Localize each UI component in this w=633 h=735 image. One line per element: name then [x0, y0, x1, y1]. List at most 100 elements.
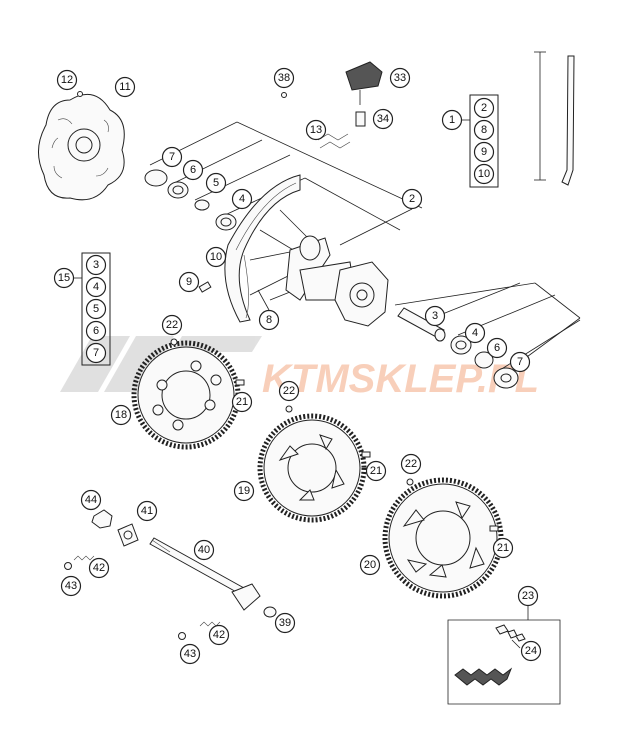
svg-text:18: 18 [115, 409, 127, 421]
group-15-item: 3 [85, 254, 107, 276]
callout-33: 33 [389, 67, 411, 89]
axle-spacer-39 [263, 606, 277, 618]
svg-text:11: 11 [119, 81, 130, 93]
svg-text:4: 4 [239, 193, 245, 205]
callout-41: 41 [136, 500, 158, 522]
callout-21-a: 21 [231, 391, 253, 413]
svg-text:6: 6 [190, 164, 196, 176]
svg-text:22: 22 [283, 385, 295, 397]
leader-lines [149, 121, 581, 371]
callout-21-b: 21 [365, 460, 387, 482]
svg-text:43: 43 [65, 580, 77, 592]
svg-text:7: 7 [93, 347, 99, 359]
svg-text:1: 1 [449, 114, 455, 126]
svg-text:10: 10 [210, 251, 222, 263]
svg-text:22: 22 [166, 319, 178, 331]
svg-text:42: 42 [93, 562, 105, 574]
callout-42-a: 42 [88, 557, 110, 579]
svg-text:22: 22 [405, 458, 417, 470]
svg-text:13: 13 [310, 124, 322, 136]
svg-text:38: 38 [278, 72, 290, 84]
svg-text:3: 3 [432, 310, 438, 322]
watermark-text: KTMSKLEP.PL [262, 357, 539, 401]
callout-7-left: 7 [161, 146, 183, 168]
sprocket-19 [257, 413, 367, 523]
group-15-item: 6 [85, 320, 107, 342]
svg-text:23: 23 [522, 590, 534, 602]
svg-text:21: 21 [497, 542, 509, 554]
sprocket-bolts [170, 338, 499, 532]
wheel-rim [224, 174, 301, 323]
svg-text:2: 2 [481, 102, 487, 114]
callout-5: 5 [205, 172, 227, 194]
rear-axle [149, 537, 261, 611]
chain-adjuster [91, 509, 139, 547]
group-1-item: 10 [473, 163, 495, 185]
right-spacer [397, 307, 519, 389]
callout-13: 13 [305, 119, 327, 141]
callout-43-b: 43 [179, 643, 201, 665]
group-15-item: 5 [85, 298, 107, 320]
group-15-item: 7 [85, 342, 107, 364]
svg-text:4: 4 [472, 327, 478, 339]
callout-23: 23 [517, 585, 539, 607]
svg-text:15: 15 [58, 272, 70, 284]
callout-42-b: 42 [208, 624, 230, 646]
spoke-illustration [534, 51, 575, 186]
callout-24: 24 [520, 640, 542, 662]
callout-20: 20 [359, 554, 381, 576]
brake-disc [38, 93, 125, 201]
svg-text:5: 5 [213, 177, 219, 189]
svg-text:21: 21 [370, 465, 382, 477]
group-box-1 [469, 94, 499, 188]
callout-44: 44 [80, 489, 102, 511]
callout-9: 9 [178, 271, 200, 293]
disc-bolt [77, 91, 83, 97]
group-box-15 [81, 252, 111, 366]
svg-text:2: 2 [409, 193, 415, 205]
sprocket-18 [131, 340, 241, 450]
callout-19: 19 [233, 480, 255, 502]
svg-text:8: 8 [481, 124, 487, 136]
callout-15: 15 [53, 267, 75, 289]
svg-text:7: 7 [517, 356, 523, 368]
group-15-item: 4 [85, 276, 107, 298]
group-1-item: 2 [473, 97, 495, 119]
svg-text:24: 24 [525, 645, 537, 657]
group-1-item: 8 [473, 119, 495, 141]
left-bearings [144, 169, 237, 231]
callout-11: 11 [114, 76, 136, 98]
svg-text:4: 4 [93, 281, 99, 293]
callout-22-a: 22 [161, 314, 183, 336]
callout-7-right: 7 [509, 351, 531, 373]
svg-text:33: 33 [394, 72, 406, 84]
svg-text:19: 19 [238, 485, 250, 497]
svg-text:12: 12 [61, 74, 73, 86]
callout-22-c: 22 [400, 453, 422, 475]
callout-4-left: 4 [231, 188, 253, 210]
valve-cap-38 [281, 92, 287, 98]
svg-text:8: 8 [266, 314, 272, 326]
callout-2: 2 [401, 188, 423, 210]
callout-1: 1 [441, 109, 463, 131]
callout-8: 8 [258, 309, 280, 331]
svg-text:39: 39 [279, 617, 291, 629]
svg-text:42: 42 [213, 629, 225, 641]
svg-text:10: 10 [478, 168, 490, 180]
callout-3: 3 [424, 305, 446, 327]
svg-text:21: 21 [236, 396, 248, 408]
svg-text:3: 3 [93, 259, 99, 271]
spoke-nipple [198, 281, 212, 293]
svg-text:9: 9 [481, 146, 487, 158]
tire-valve [345, 61, 383, 127]
callout-12: 12 [56, 69, 78, 91]
callout-4-right: 4 [464, 322, 486, 344]
callout-39: 39 [274, 612, 296, 634]
svg-text:41: 41 [141, 505, 153, 517]
svg-text:7: 7 [169, 151, 175, 163]
callout-34: 34 [372, 108, 394, 130]
callout-38: 38 [273, 67, 295, 89]
svg-text:9: 9 [186, 276, 192, 288]
callout-22-b: 22 [278, 380, 300, 402]
group-1-item: 9 [473, 141, 495, 163]
